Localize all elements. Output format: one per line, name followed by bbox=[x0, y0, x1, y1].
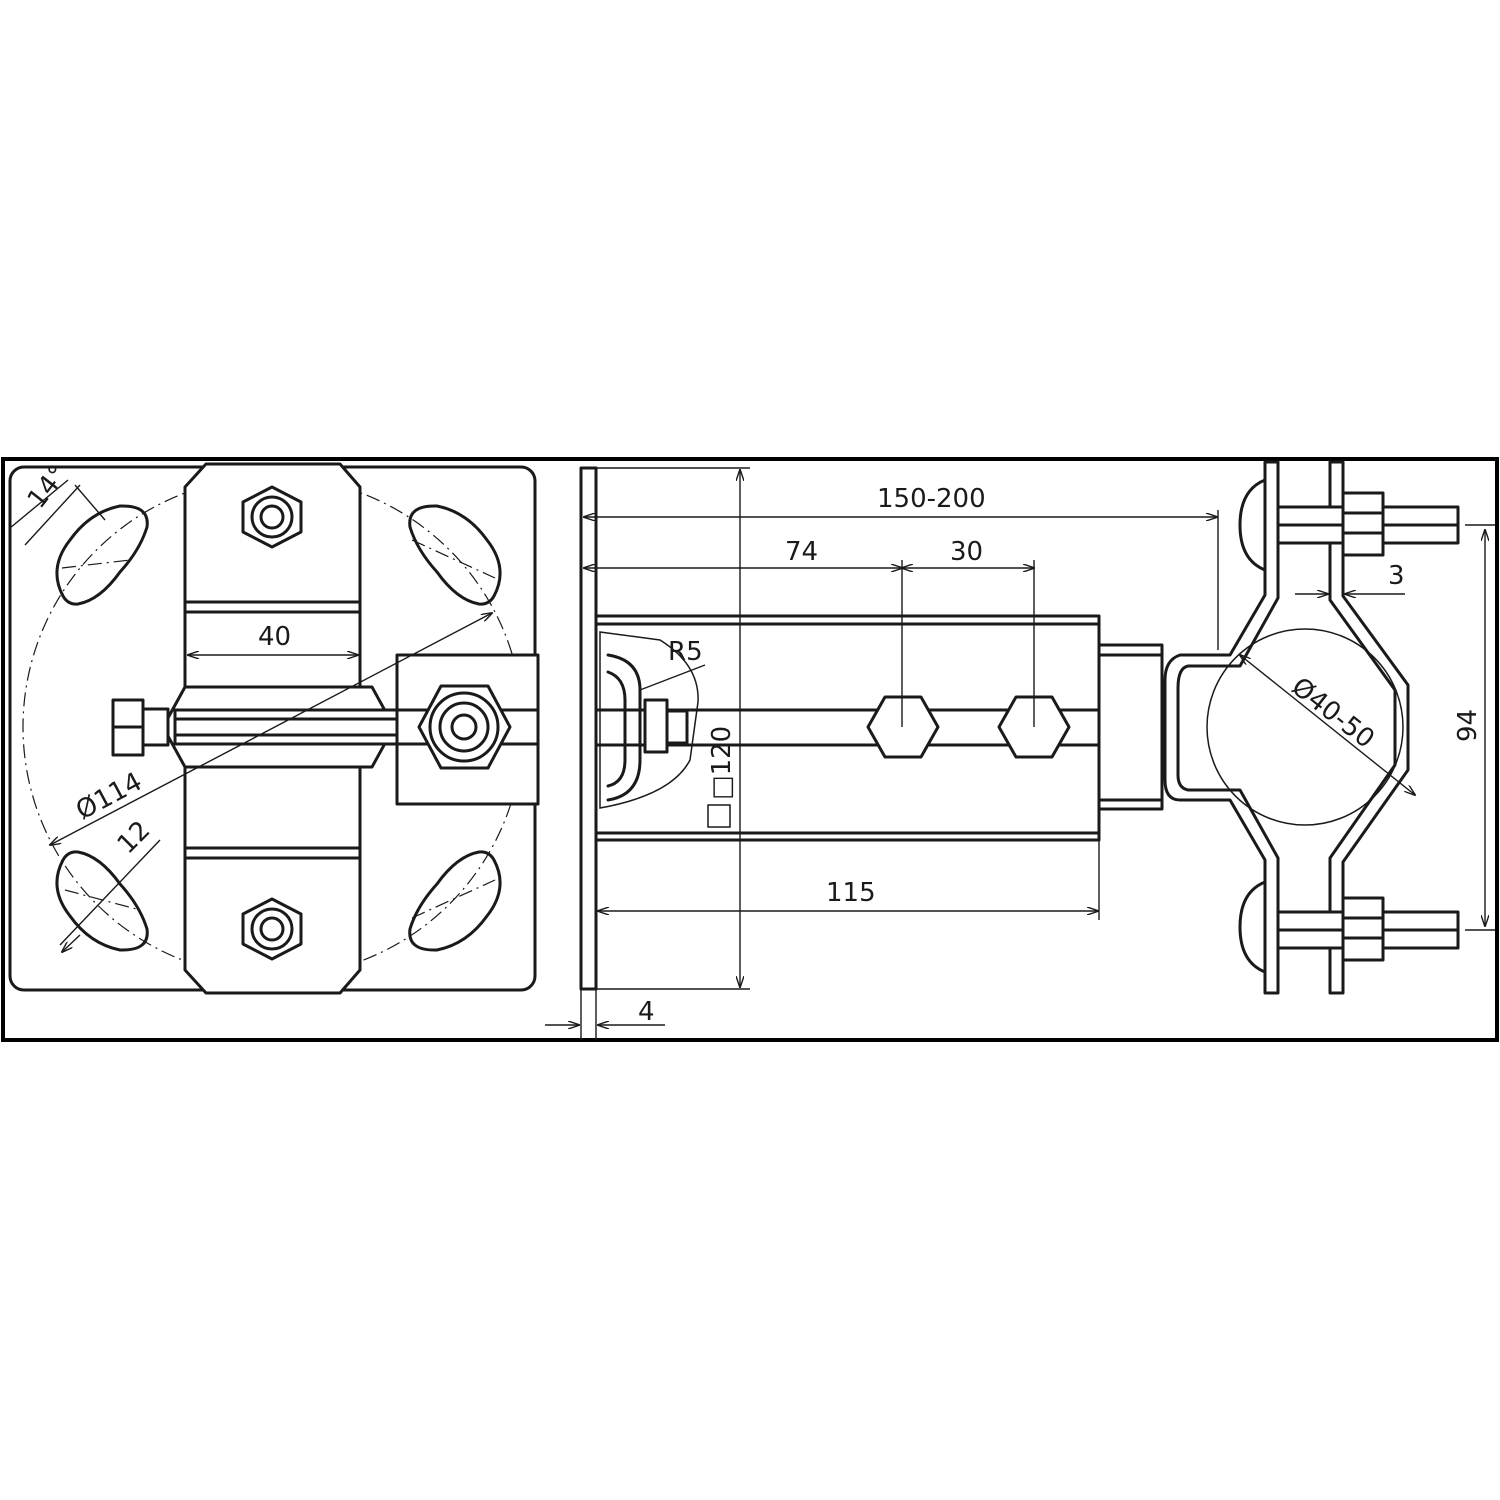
slot-bottom-right bbox=[408, 850, 502, 952]
label-clamp-range: Ø40-50 bbox=[1286, 672, 1380, 755]
label-radius: R5 bbox=[668, 637, 703, 667]
horizontal-bolt bbox=[111, 685, 402, 769]
dim-3: 3 bbox=[1295, 561, 1405, 594]
dim-slot-angle: 14° bbox=[9, 460, 106, 546]
tube-bolt-1 bbox=[866, 695, 940, 759]
label-hole-offset: 74 bbox=[785, 537, 818, 567]
dim-120: □120 bbox=[590, 467, 750, 990]
label-tube-length: 115 bbox=[826, 878, 876, 908]
inner-tube bbox=[1097, 643, 1164, 811]
label-40: 40 bbox=[258, 622, 291, 652]
side-view: R5 150-200 bbox=[545, 460, 1495, 1040]
strap-nut-bottom bbox=[241, 897, 303, 961]
front-view: 14° 40 Ø114 12 bbox=[8, 460, 540, 995]
label-slot-width: 12 bbox=[112, 815, 157, 860]
slot-top-right bbox=[408, 504, 502, 606]
label-plate-size: □120 bbox=[707, 726, 737, 800]
strap-nut-top bbox=[241, 485, 303, 549]
pipe-clamp bbox=[1163, 460, 1460, 995]
label-clamp-thickness: 3 bbox=[1388, 561, 1405, 591]
dim-150-200: 150-200 bbox=[584, 484, 1219, 650]
drawing-frame bbox=[1, 457, 1499, 1042]
dim-115: 115 bbox=[598, 840, 1100, 920]
side-base-plate bbox=[579, 466, 598, 991]
clamp-body bbox=[1163, 460, 1280, 995]
slot-bottom-left bbox=[55, 850, 149, 952]
label-bolt-spacing: 94 bbox=[1453, 709, 1483, 742]
label-overall-length: 150-200 bbox=[877, 484, 986, 514]
label-plate-thickness: 4 bbox=[638, 997, 655, 1027]
dim-slot-width: 12 bbox=[59, 815, 161, 952]
slot-top-left bbox=[55, 504, 149, 606]
label-hole-pitch: 30 bbox=[950, 537, 983, 567]
dim-4: 4 bbox=[545, 989, 665, 1040]
dim-94: 94 bbox=[1453, 524, 1495, 931]
detail-r5: R5 bbox=[599, 631, 706, 809]
mounting-slots bbox=[55, 504, 502, 952]
